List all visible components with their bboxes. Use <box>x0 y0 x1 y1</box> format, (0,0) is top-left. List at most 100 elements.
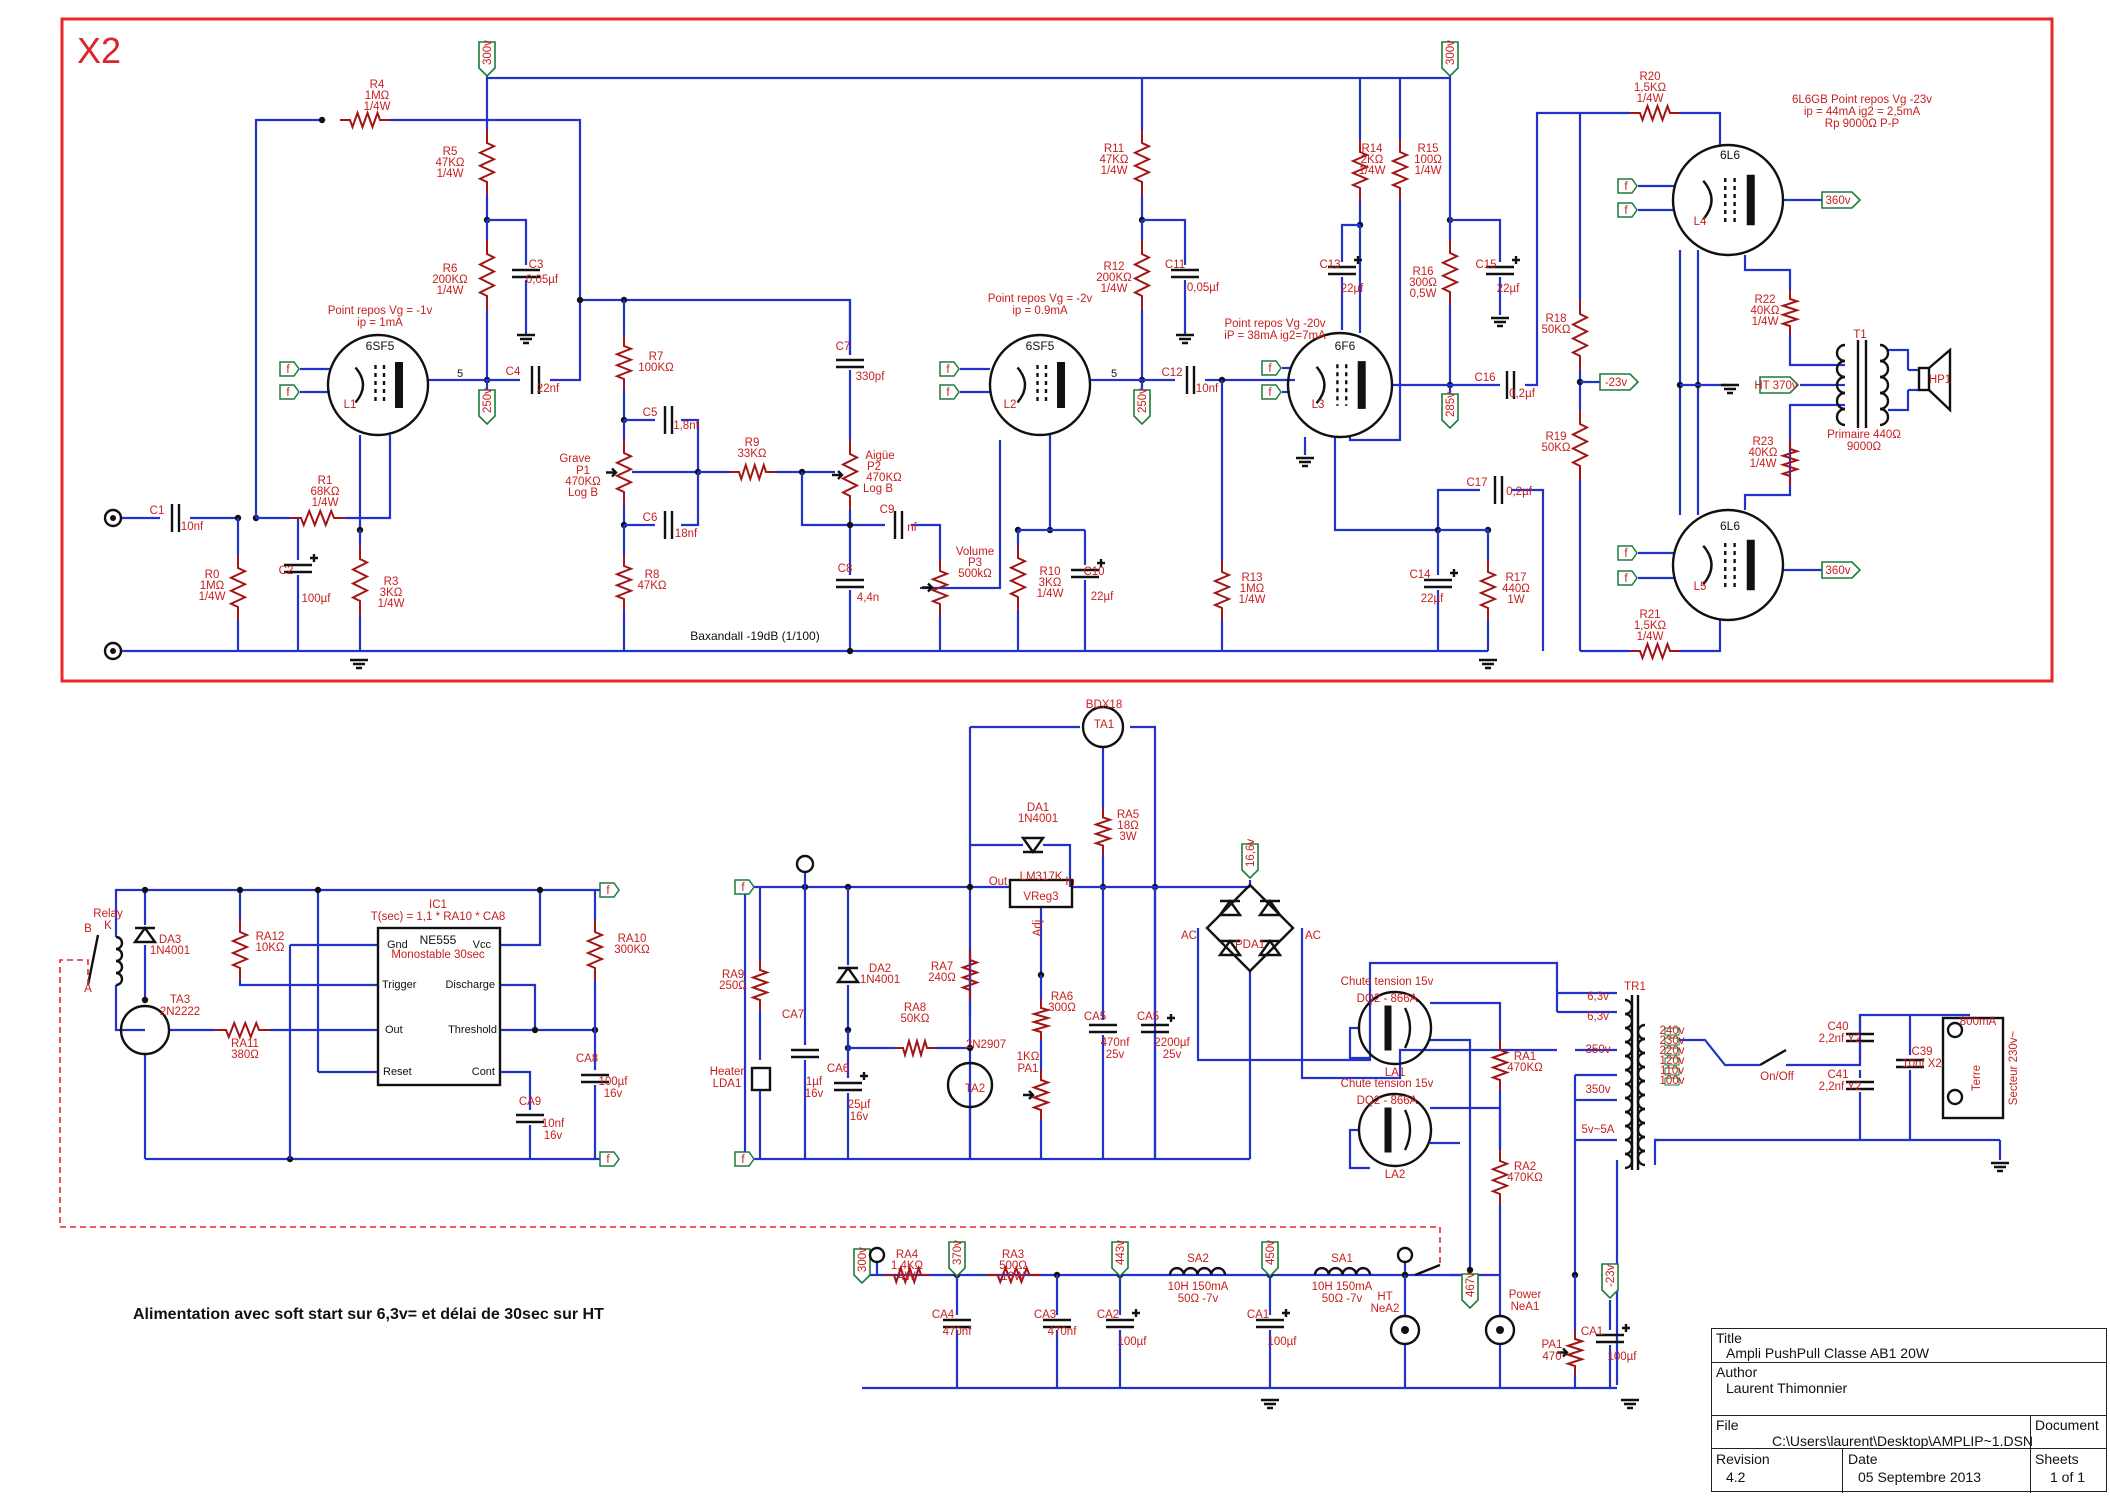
component-label: 1/4W <box>364 101 391 113</box>
mains-socket <box>1941 1016 2005 1120</box>
component-label: 10H 150mA <box>1312 1281 1373 1293</box>
component-label: ip = 1mA <box>357 317 403 329</box>
file-label: File <box>1716 1417 1739 1433</box>
primary-tap <box>1664 1077 1680 1086</box>
component-label: 1/4W <box>1037 588 1064 600</box>
wire <box>1340 223 1360 262</box>
component-label: R3 <box>384 576 399 588</box>
psu-f-tag-top <box>734 879 755 895</box>
component-label: SA2 <box>1187 1253 1209 1265</box>
wire <box>1348 200 1402 442</box>
transformer-T1-secondary <box>1879 375 1890 395</box>
tube-V1-cathode <box>354 366 365 404</box>
resistor-RA11 <box>215 1020 270 1040</box>
rectifier-LA2 <box>1357 1092 1433 1168</box>
resistor-R1 <box>290 508 345 528</box>
resistor-R9 <box>730 461 775 483</box>
component-label: 6SF5 <box>366 339 395 353</box>
wire <box>1196 928 1559 1062</box>
transformer-T1-secondary <box>1879 391 1890 411</box>
regulator-LM317K <box>1008 878 1074 909</box>
ground-jack <box>103 641 123 661</box>
net-tag-ht370v <box>1759 376 1800 394</box>
tube-V4-cathode <box>1702 179 1713 221</box>
component-label: 100µf <box>1267 1336 1297 1348</box>
component-label: Relay <box>93 908 123 920</box>
power-switch <box>1759 1048 1787 1067</box>
resistor-RA7 <box>960 950 980 1000</box>
component-label: 18nf <box>675 528 698 540</box>
wire <box>1130 725 1157 1159</box>
component-label: 1/4W <box>1101 165 1128 177</box>
component-label: R12 <box>1103 261 1124 273</box>
component-label: 6L6 <box>1720 519 1740 533</box>
capacitor-C13 <box>1328 265 1356 276</box>
component-label: 300Ω <box>1048 1002 1076 1014</box>
wire <box>1043 843 1072 887</box>
component-label: 47KΩ <box>637 580 666 592</box>
component-label: 68KΩ <box>310 486 339 498</box>
capacitor-C5 <box>663 406 674 434</box>
component-label: 3KΩ <box>380 587 403 599</box>
wire <box>500 1070 532 1110</box>
component-label: 10nf <box>181 521 204 533</box>
component-label: Out <box>385 1024 403 1036</box>
bridge-diode-1 <box>1217 898 1243 917</box>
sheets-divider <box>2030 1449 2031 1493</box>
potentiometer-P2 <box>840 440 860 510</box>
neon-NeA2-dot <box>1401 1326 1409 1334</box>
capacitor-C2 <box>284 563 312 574</box>
net-tag-450v-text: 450v <box>1265 1240 1277 1265</box>
capacitor-CA1b <box>1596 1333 1624 1344</box>
resistor-R21 <box>1630 641 1680 661</box>
component-label: HP1 <box>1929 374 1951 386</box>
component-label: R15 <box>1417 143 1438 155</box>
component-label: C14 <box>1409 569 1431 581</box>
potentiometer-PA1b <box>1564 1330 1586 1375</box>
capacitor-C11 <box>1171 268 1199 279</box>
rectifier-LA2-cathode <box>1403 1109 1412 1151</box>
component-label: 100µf <box>1607 1351 1637 1363</box>
component-label: C2 <box>279 565 294 577</box>
wire <box>1348 1026 1370 1060</box>
input-jack-pin <box>110 515 116 521</box>
component-label: Terre <box>1971 1065 1983 1091</box>
component-label: LA1 <box>1385 1067 1405 1079</box>
neon-NeA2 <box>1389 1314 1421 1346</box>
component-label: 50Ω -7v <box>1322 1293 1363 1305</box>
net-tag-16v <box>1241 843 1259 880</box>
component-label: ip = 44mA ig2 = 2,5mA <box>1804 106 1921 118</box>
component-label: RA4 <box>896 1249 919 1261</box>
net-tag-443v-text: 443v <box>1115 1240 1127 1265</box>
component-label: C12 <box>1161 367 1182 379</box>
tube-V2-grid <box>1036 365 1048 405</box>
resistor-R23 <box>1779 440 1801 485</box>
tube-V3 <box>1286 331 1394 439</box>
tube-V5 <box>1671 508 1785 622</box>
component-label: 1MΩ <box>200 580 225 592</box>
psu-f-tag-top-text: f <box>741 882 745 894</box>
potentiometer-P1-wiper <box>606 467 618 478</box>
wire <box>1348 1128 1370 1170</box>
component-label: 0,2µf <box>1506 486 1533 498</box>
speaker-HP1 <box>1917 366 1931 392</box>
ground-symbol <box>517 333 535 345</box>
component-label: 2N2222 <box>160 1006 200 1018</box>
document-label: Document <box>2035 1417 2099 1433</box>
resistor-RA2 <box>1490 1150 1510 1205</box>
psu-caption: Alimentation avec soft start sur 6,3v= e… <box>133 1306 604 1323</box>
junction-dot <box>576 296 584 304</box>
component-label: PDA1 <box>1235 939 1265 951</box>
component-label: 4,4n <box>857 592 879 604</box>
capacitor-C15-plus <box>1512 256 1520 264</box>
capacitor-C9 <box>893 511 904 539</box>
component-label: TA2 <box>965 1083 985 1095</box>
component-label: C40 <box>1827 1021 1848 1033</box>
component-label: RA11 <box>231 1038 259 1050</box>
wire <box>1680 111 1722 145</box>
capacitor-CA6 <box>834 1081 862 1092</box>
component-label: 10nf <box>1196 383 1219 395</box>
component-label: C13 <box>1319 259 1340 271</box>
tube-V1-anode <box>395 362 403 408</box>
date-value: 05 Septembre 2013 <box>1858 1469 1981 1485</box>
